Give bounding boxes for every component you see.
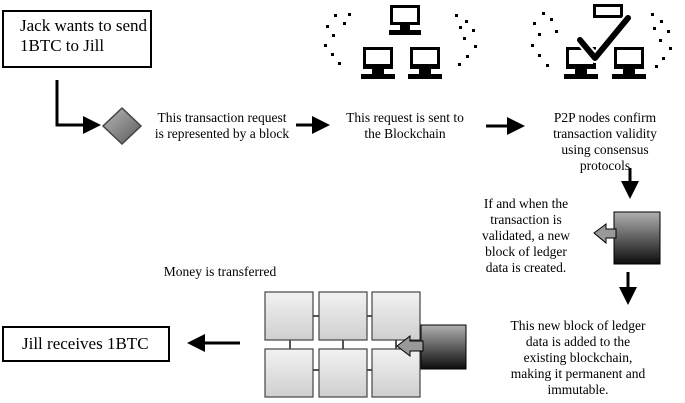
sent-step-text: This request is sent to the Blockchain — [330, 110, 480, 142]
confirm-step-text: P2P nodes confirm transaction validity u… — [540, 110, 670, 174]
validated-step-line3: validated, a new — [481, 228, 571, 243]
connector-start-to-block — [55, 80, 101, 134]
appended-block — [420, 324, 467, 370]
block-step-line1: This transaction request — [157, 110, 287, 125]
chain-block — [371, 348, 421, 398]
added-step-line2: data is added to the — [525, 334, 631, 349]
confirm-step-line3: using consensus — [561, 142, 649, 157]
p2p-network-icon — [324, 5, 477, 79]
blockchain-icon — [264, 291, 467, 398]
block-step-line2: is represented by a block — [154, 126, 290, 141]
added-step-line4: making it permanent and — [510, 366, 646, 381]
confirm-step-line2: transaction validity — [553, 126, 657, 141]
end-box: Jill receives 1BTC — [2, 326, 170, 362]
transferred-text: Money is transferred — [163, 264, 277, 279]
block-step-text: This transaction request is represented … — [146, 110, 298, 142]
chain-block — [318, 291, 368, 341]
confirm-step-line1: P2P nodes confirm — [553, 110, 657, 125]
validated-step-text: If and when the transaction is validated… — [466, 196, 586, 276]
confirm-step-line4: protocols — [579, 158, 631, 173]
chain-block — [264, 348, 314, 398]
computer-icon — [612, 47, 646, 79]
start-box-line2: 1BTC to Jill — [20, 36, 105, 55]
start-box-line1: Jack wants to send — [20, 16, 148, 35]
transaction-block-diamond-icon — [101, 106, 143, 146]
start-box: Jack wants to send 1BTC to Jill — [2, 10, 152, 68]
validated-step-line1: If and when the — [483, 196, 569, 211]
validated-step-line5: data is created. — [485, 260, 567, 275]
new-block-icon — [593, 211, 661, 265]
added-step-text: This new block of ledger data is added t… — [496, 318, 660, 398]
added-step-line5: immutable. — [547, 382, 609, 397]
sent-step-line2: the Blockchain — [364, 126, 446, 141]
chain-block — [264, 291, 314, 341]
sent-step-line1: This request is sent to — [346, 110, 464, 125]
added-step-line1: This new block of ledger — [510, 318, 646, 333]
validated-step-line4: block of ledger — [485, 244, 567, 259]
computer-icon — [361, 47, 395, 79]
end-box-label: Jill receives 1BTC — [22, 334, 149, 353]
computer-icon — [593, 4, 623, 18]
chain-block — [318, 348, 368, 398]
added-step-line3: existing blockchain, — [523, 350, 633, 365]
computer-icon — [408, 47, 442, 79]
chain-block — [371, 291, 421, 341]
validated-step-line2: transaction is — [490, 212, 562, 227]
computer-icon — [389, 5, 421, 35]
p2p-network-confirmed-icon — [531, 4, 672, 79]
